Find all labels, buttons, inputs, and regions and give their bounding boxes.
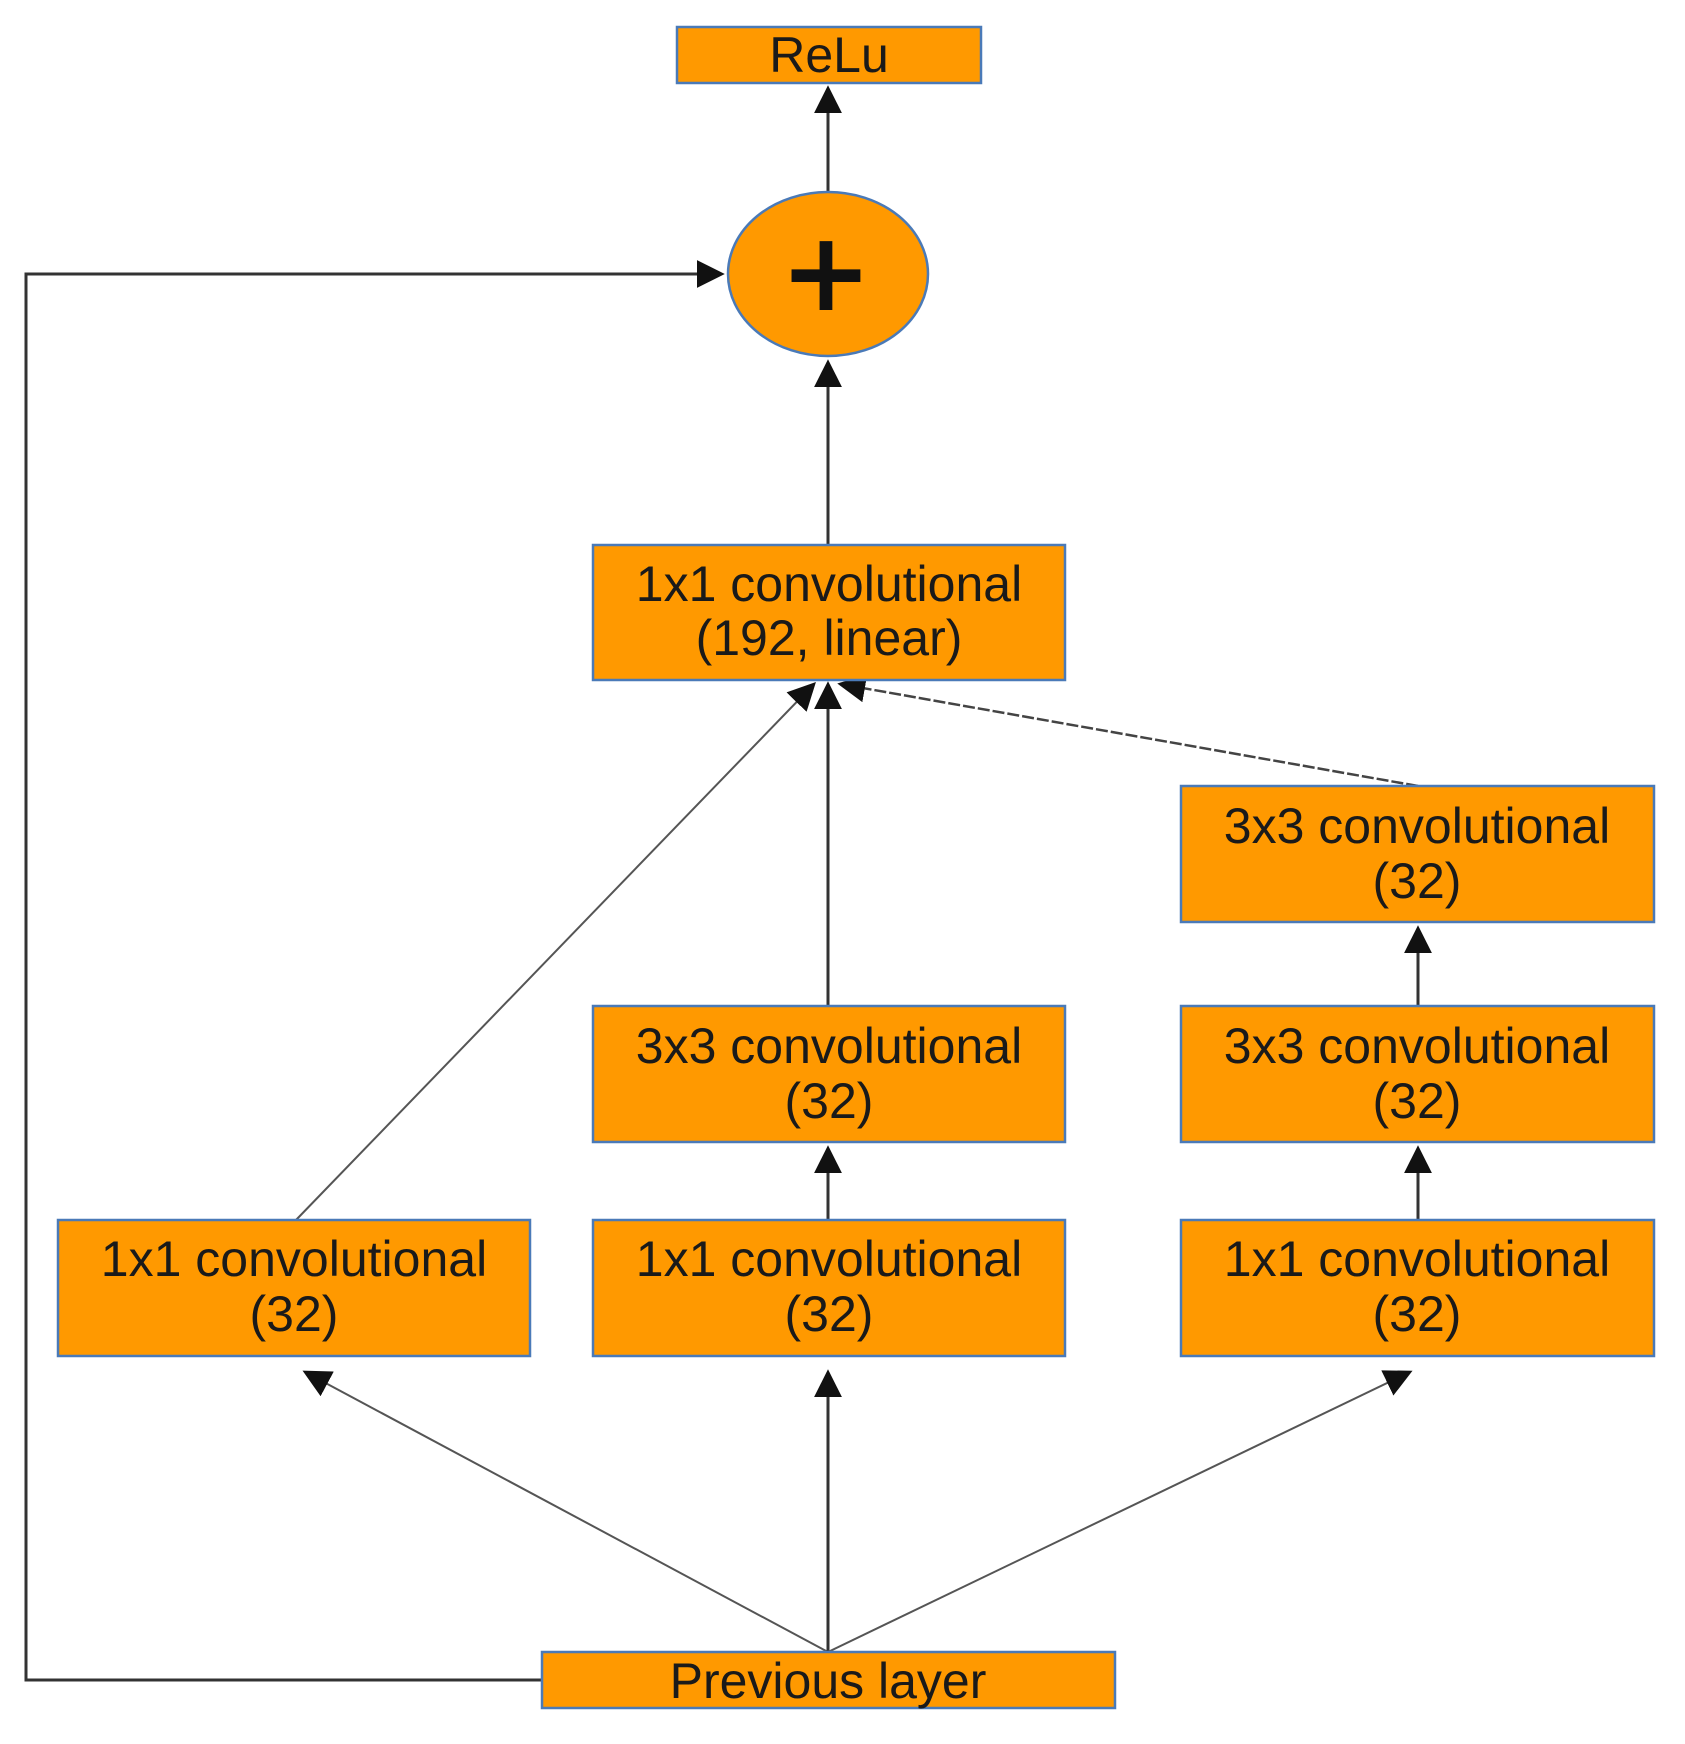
branch3-conv3x3-top-node: 3x3 convolutional (32) [1179, 784, 1656, 924]
arrow-prev-to-branch3-conv1x1 [827, 1370, 1413, 1653]
branch2-conv1x1-line2: (32) [785, 1286, 874, 1342]
plus-icon: + [780, 208, 872, 336]
branch3-conv3x3-mid-line2: (32) [1373, 1073, 1462, 1129]
branch3-conv1x1-line1: 1x1 convolutional [1224, 1231, 1610, 1287]
branch3-conv3x3-mid-line1: 3x3 convolutional [1224, 1018, 1610, 1074]
branch1-conv1x1-line2: (32) [250, 1286, 339, 1342]
branch3-conv3x3-mid-node: 3x3 convolutional (32) [1179, 1004, 1656, 1144]
branch3-conv3x3-top-line2: (32) [1373, 853, 1462, 909]
previous-layer-label: Previous layer [670, 1653, 987, 1709]
branch3-conv3x3-top-line1: 3x3 convolutional [1224, 798, 1610, 854]
branch2-conv1x1-node: 1x1 convolutional (32) [591, 1218, 1067, 1358]
arrow-branch3-to-conv-linear [837, 674, 1419, 788]
branch1-conv1x1-line1: 1x1 convolutional [101, 1231, 487, 1287]
previous-layer-node: Previous layer [540, 1650, 1117, 1710]
branch1-conv1x1-node: 1x1 convolutional (32) [56, 1218, 532, 1358]
relu-node: ReLu [675, 25, 983, 85]
arrow-prev-to-branch1-conv1x1 [302, 1370, 829, 1653]
conv-linear-line2: (192, linear) [696, 610, 963, 666]
branch2-conv3x3-node: 3x3 convolutional (32) [591, 1004, 1067, 1144]
branch2-conv1x1-line1: 1x1 convolutional [636, 1231, 1022, 1287]
skip-connection-arrow [24, 260, 725, 1682]
arrow-branch1-to-conv-linear [295, 681, 816, 1221]
branch3-conv1x1-line2: (32) [1373, 1286, 1462, 1342]
conv-linear-line1: 1x1 convolutional [636, 556, 1022, 612]
branch2-conv3x3-line2: (32) [785, 1073, 874, 1129]
relu-label: ReLu [769, 27, 889, 83]
add-node: + [726, 190, 930, 358]
branch3-conv1x1-node: 1x1 convolutional (32) [1179, 1218, 1656, 1358]
branch2-conv3x3-line1: 3x3 convolutional [636, 1018, 1022, 1074]
conv-linear-node: 1x1 convolutional (192, linear) [591, 543, 1067, 682]
